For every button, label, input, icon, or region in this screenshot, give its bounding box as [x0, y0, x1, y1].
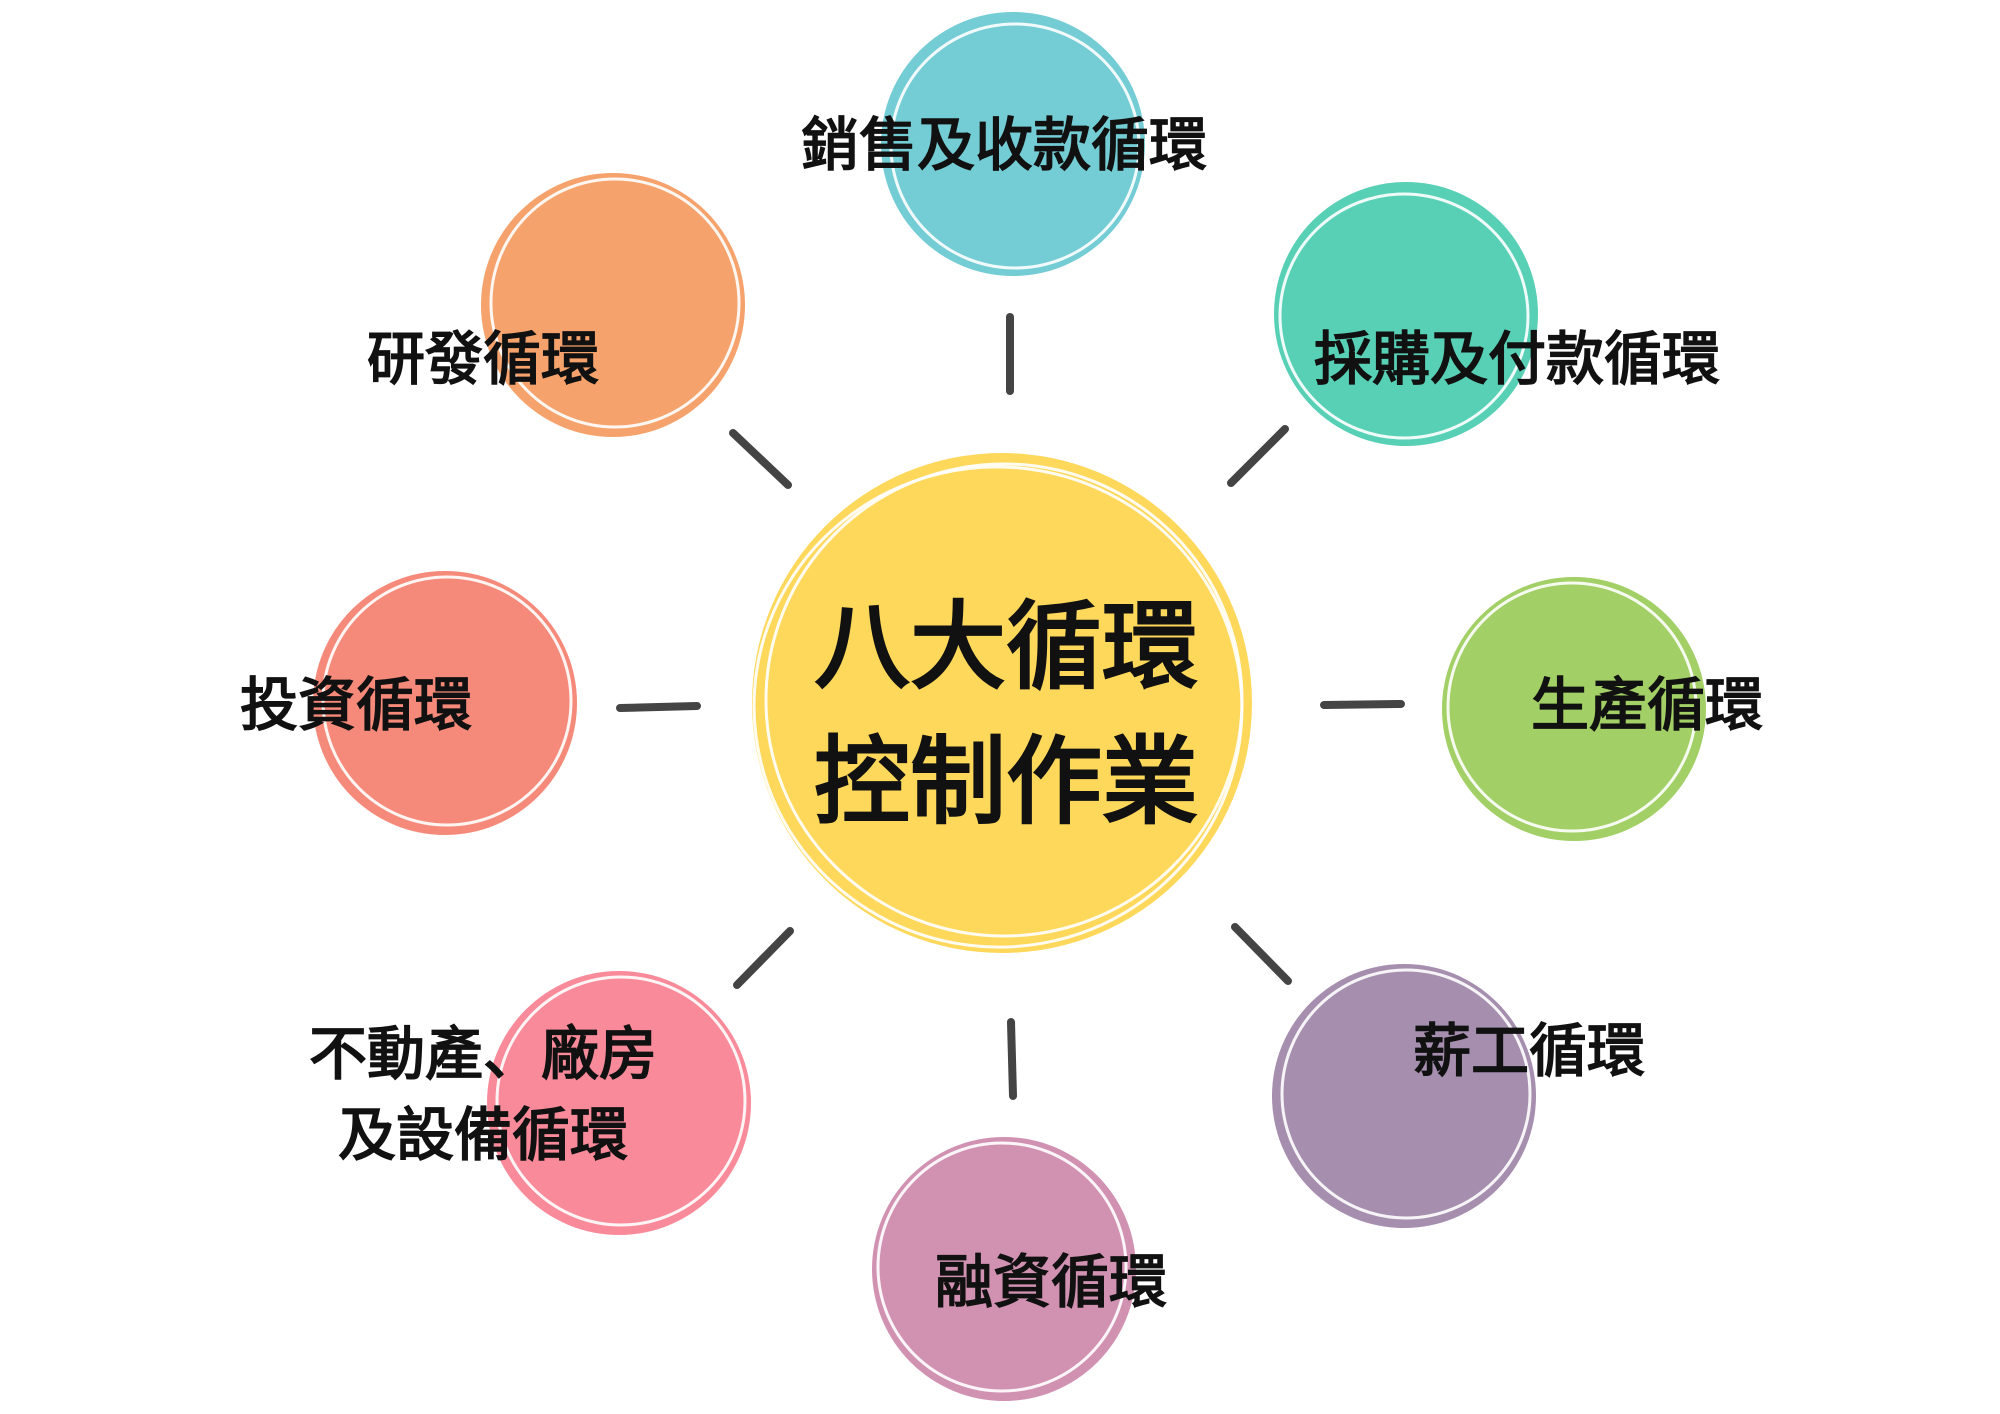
cycle-node-property-plant-equipment: 不動產、廠房 及設備循環	[309, 971, 751, 1235]
connector-left	[616, 702, 701, 712]
cycle-circle	[313, 571, 577, 835]
cycle-node-sales: 銷售及收款循環	[801, 12, 1207, 276]
sketch-ring	[876, 1141, 1128, 1393]
cycle-label: 融資循環	[935, 1248, 1167, 1316]
cycle-circle	[1272, 964, 1536, 1228]
cycle-node-payroll: 薪工循環	[1272, 964, 1645, 1228]
connector-bottom	[1007, 1018, 1017, 1100]
center-node: 八大循環 控制作業	[752, 453, 1252, 953]
connector-bottom-right	[1231, 923, 1292, 985]
sketch-ring	[889, 22, 1141, 270]
cycle-label: 銷售及收款循環	[801, 111, 1207, 179]
cycle-node-production: 生產循環	[1442, 577, 1763, 841]
connector-right	[1320, 700, 1405, 709]
connectors	[616, 313, 1405, 1100]
center-title-line2: 控制作業	[814, 726, 1198, 838]
center-circle	[752, 453, 1252, 953]
sketch-ring	[1280, 968, 1532, 1220]
cycle-label: 採購及付款循環	[1314, 325, 1720, 393]
cycle-label: 研發循環	[367, 325, 599, 393]
center-title-line1: 八大循環	[814, 591, 1198, 703]
sketch-ring	[489, 177, 741, 429]
cycle-node-investment: 投資循環	[240, 571, 577, 835]
connector-bottom-left	[733, 927, 794, 989]
cycle-circle	[487, 971, 751, 1235]
connector-top-left	[729, 429, 792, 489]
cycle-circle	[872, 1137, 1136, 1401]
connector-top-right	[1227, 425, 1289, 487]
sketch-ring	[495, 975, 747, 1227]
cycle-label-line1: 不動產、廠房	[309, 1020, 657, 1088]
cycle-circle	[1274, 182, 1538, 446]
cycle-node-rnd: 研發循環	[367, 173, 745, 437]
sketch-ring	[1278, 192, 1530, 440]
cycle-circle	[881, 12, 1145, 276]
cycle-node-financing: 融資循環	[872, 1137, 1167, 1401]
cycle-label-line2: 及設備循環	[338, 1101, 628, 1169]
cycle-label: 薪工循環	[1413, 1017, 1645, 1085]
cycle-node-purchasing: 採購及付款循環	[1274, 182, 1720, 446]
cycle-label: 生產循環	[1531, 671, 1763, 739]
center-sketch-ring	[752, 465, 1244, 949]
cycle-label: 投資循環	[240, 671, 472, 739]
sketch-ring	[1446, 581, 1698, 833]
cycle-circle	[481, 173, 745, 437]
sketch-ring	[321, 575, 573, 827]
cycle-circle	[1442, 577, 1706, 841]
